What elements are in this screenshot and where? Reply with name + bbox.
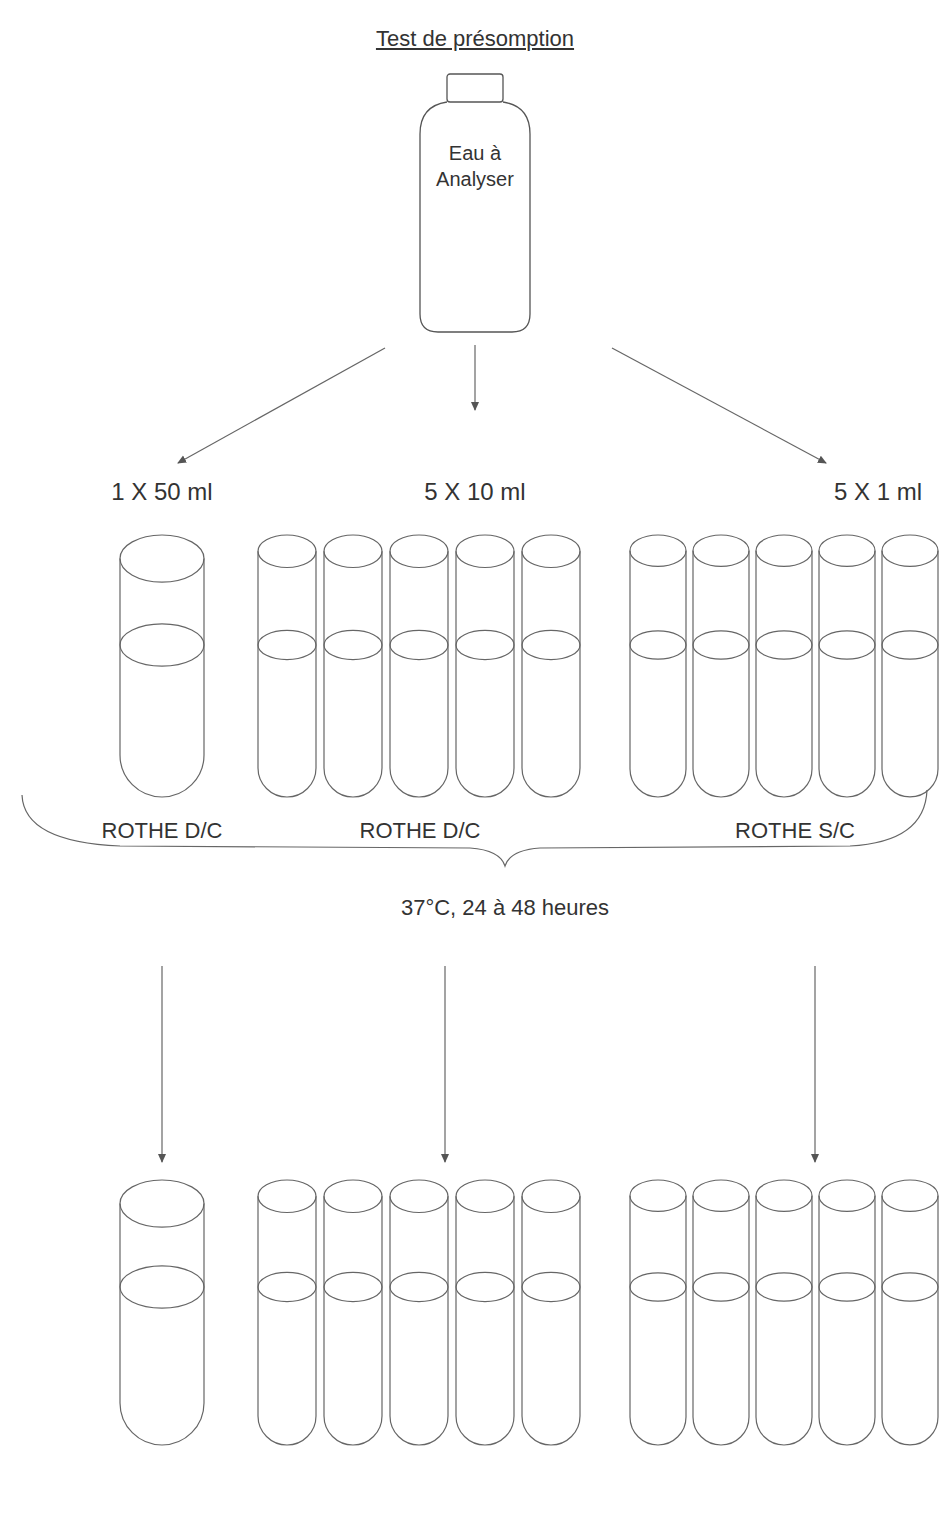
medium-label: ROTHE D/C xyxy=(102,818,223,844)
split-arrow xyxy=(612,348,826,463)
medium-label: ROTHE D/C xyxy=(360,818,481,844)
test-tube xyxy=(756,535,812,797)
test-tube xyxy=(630,535,686,797)
volume-label: 5 X 10 ml xyxy=(424,478,525,507)
test-tube xyxy=(630,1180,686,1445)
volume-label: 5 X 1 ml xyxy=(834,478,922,507)
test-tube xyxy=(390,535,448,797)
test-tube xyxy=(693,1180,749,1445)
test-tube xyxy=(456,535,514,797)
test-tube xyxy=(693,535,749,797)
down-arrow xyxy=(161,966,162,1162)
split-arrow xyxy=(178,348,385,463)
medium-label: ROTHE S/C xyxy=(735,818,855,844)
test-tube xyxy=(522,1180,580,1445)
bottle-label: Eau à Analyser xyxy=(427,140,523,192)
test-tube xyxy=(756,1180,812,1445)
test-tube xyxy=(120,1180,204,1445)
test-tube xyxy=(819,535,875,797)
incubation-label: 37°C, 24 à 48 heures xyxy=(401,895,609,921)
split-arrow xyxy=(474,345,475,410)
down-arrow xyxy=(814,966,815,1162)
test-tube xyxy=(390,1180,448,1445)
test-tube xyxy=(258,535,316,797)
test-tube xyxy=(120,535,204,797)
test-tube xyxy=(324,1180,382,1445)
test-tube xyxy=(456,1180,514,1445)
bottle: Eau à Analyser xyxy=(418,72,532,334)
title: Test de présomption xyxy=(376,26,574,52)
test-tube xyxy=(882,1180,938,1445)
test-tube xyxy=(882,535,938,797)
test-tube xyxy=(258,1180,316,1445)
volume-label: 1 X 50 ml xyxy=(111,478,212,507)
down-arrow xyxy=(444,966,445,1162)
bottle-outline xyxy=(418,72,532,334)
test-tube xyxy=(819,1180,875,1445)
brace xyxy=(22,790,927,866)
test-tube xyxy=(522,535,580,797)
test-tube xyxy=(324,535,382,797)
